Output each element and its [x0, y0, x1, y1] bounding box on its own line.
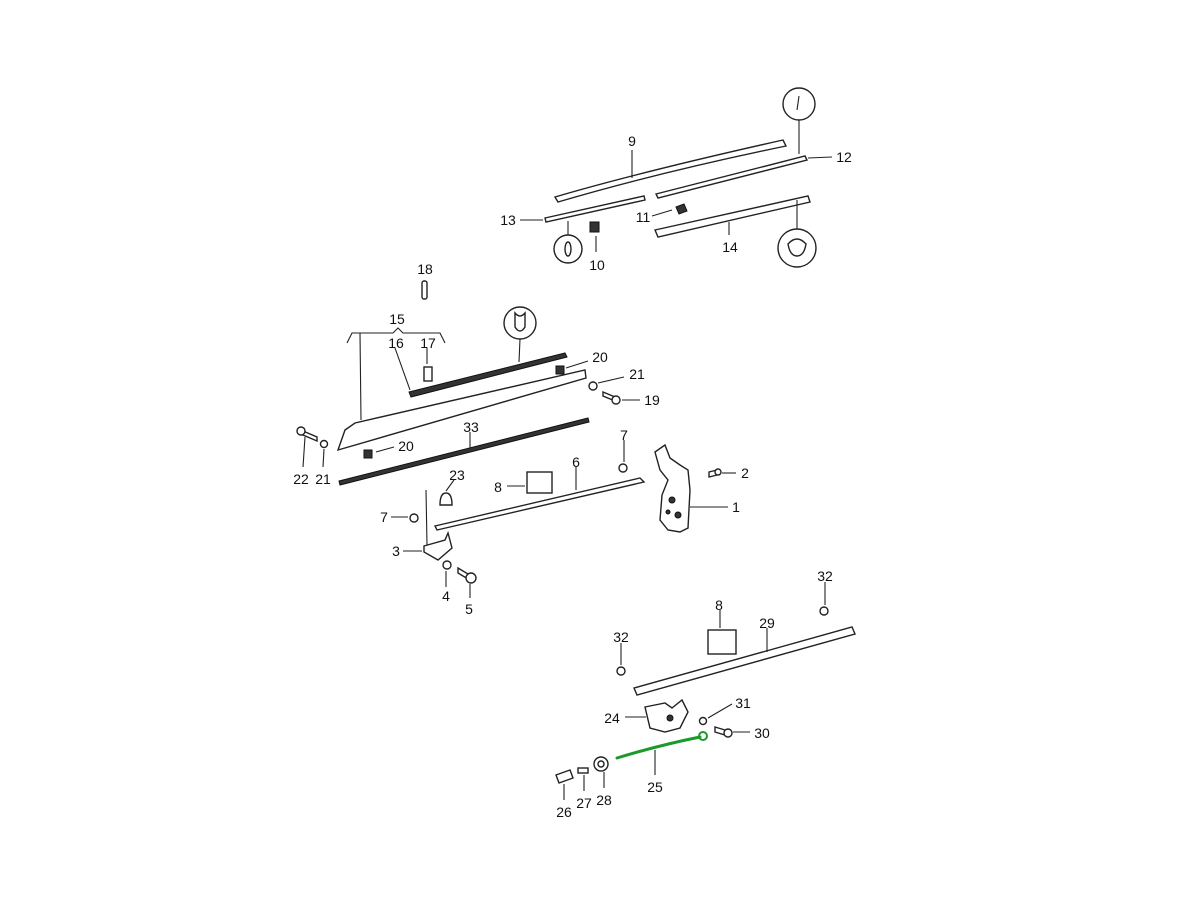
part-9-strip[interactable] [553, 139, 788, 203]
part-28-grommet[interactable] [593, 756, 609, 772]
part-32-nut-b[interactable] [616, 666, 626, 676]
callout-28: 28 [596, 792, 612, 808]
callout-1: 1 [732, 499, 740, 515]
part-6-rod[interactable] [433, 477, 646, 531]
callout-16: 16 [388, 335, 404, 351]
part-21-washer-b[interactable] [319, 439, 329, 449]
part-14-strip[interactable] [654, 195, 811, 238]
detail-circle-clip [503, 306, 537, 363]
callout-31: 31 [735, 695, 751, 711]
part-3-lever[interactable] [423, 489, 453, 561]
callout-22: 22 [293, 471, 309, 487]
part-4-washer[interactable] [442, 560, 452, 570]
callout-7-b: 7 [380, 509, 388, 525]
part-8-pad[interactable] [526, 471, 553, 494]
part-2-screw[interactable] [708, 468, 722, 478]
part-20-nut-b[interactable] [363, 449, 373, 459]
part-24-lock[interactable] [644, 698, 689, 733]
detail-circle-14 [777, 200, 817, 268]
part-7-nut[interactable] [618, 463, 628, 473]
part-25-rod[interactable] [615, 731, 708, 760]
callout-8: 8 [494, 479, 502, 495]
callout-13: 13 [500, 212, 516, 228]
part-31-washer[interactable] [698, 716, 708, 726]
part-29-rod[interactable] [633, 626, 856, 696]
callout-17: 17 [420, 335, 436, 351]
callout-5: 5 [465, 601, 473, 617]
callout-32: 32 [817, 568, 833, 584]
part-21-washer[interactable] [588, 381, 598, 391]
callout-21: 21 [629, 366, 645, 382]
leader-lines [302, 150, 833, 800]
callout-20-b: 20 [398, 438, 414, 454]
part-16-channel[interactable] [408, 352, 568, 398]
callout-15: 15 [389, 311, 405, 327]
leader-15 [359, 332, 362, 421]
callout-27: 27 [576, 795, 592, 811]
callout-3: 3 [392, 543, 400, 559]
part-18-bolt[interactable] [421, 280, 428, 300]
callout-20: 20 [592, 349, 608, 365]
part-15-rail[interactable] [336, 369, 587, 452]
callout-18: 18 [417, 261, 433, 277]
callout-2: 2 [741, 465, 749, 481]
part-13-strip[interactable] [544, 195, 646, 223]
part-10-clip[interactable] [589, 221, 600, 233]
part-17-screw[interactable] [423, 366, 433, 382]
callout-4: 4 [442, 588, 450, 604]
part-32-nut[interactable] [819, 606, 829, 616]
callout-25: 25 [647, 779, 663, 795]
callout-10: 10 [589, 257, 605, 273]
callout-30: 30 [754, 725, 770, 741]
part-22-bolt[interactable] [296, 426, 318, 443]
callout-32-b: 32 [613, 629, 629, 645]
part-33-channel[interactable] [338, 417, 590, 486]
callout-19: 19 [644, 392, 660, 408]
callout-23: 23 [449, 467, 465, 483]
callout-33: 33 [463, 419, 479, 435]
part-26-sleeve[interactable] [555, 769, 574, 784]
part-23-cap[interactable] [439, 492, 453, 506]
part-30-bolt[interactable] [714, 726, 733, 738]
callout-26: 26 [556, 804, 572, 820]
part-11-clip[interactable] [675, 203, 688, 215]
part-19-bolt[interactable] [602, 390, 621, 405]
part-12-strip[interactable] [654, 155, 809, 199]
part-8-pad-b[interactable] [707, 629, 737, 655]
part-5-bolt[interactable] [457, 566, 477, 584]
part-1-lock[interactable] [654, 443, 691, 533]
detail-circle-13 [553, 221, 583, 264]
callout-12: 12 [836, 149, 852, 165]
part-20-nut[interactable] [555, 365, 565, 375]
part-7-nut-b[interactable] [409, 513, 419, 523]
bracket-15 [346, 327, 446, 344]
callout-21-b: 21 [315, 471, 331, 487]
callout-8-b: 8 [715, 597, 723, 613]
callout-9: 9 [628, 133, 636, 149]
callout-6: 6 [572, 454, 580, 470]
callout-11: 11 [636, 209, 651, 225]
callout-7: 7 [620, 427, 628, 443]
detail-circle-top [782, 87, 816, 154]
part-27-pin[interactable] [577, 767, 589, 774]
callout-24: 24 [604, 710, 620, 726]
callout-14: 14 [722, 239, 738, 255]
callout-29: 29 [759, 615, 775, 631]
